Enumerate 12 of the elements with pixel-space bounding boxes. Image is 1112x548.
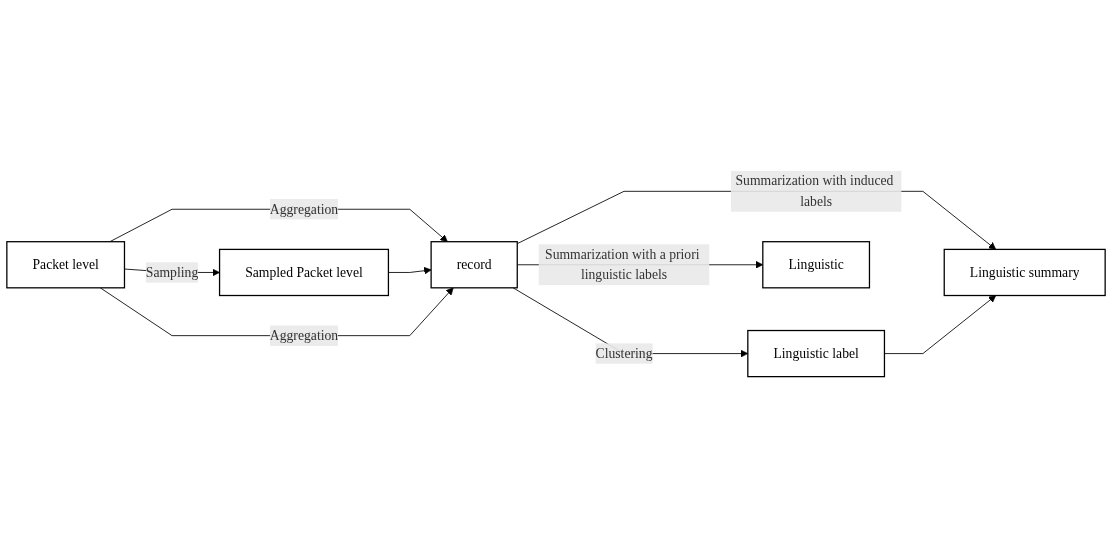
edge-label: Aggregation [269, 201, 339, 217]
node-box: Sampled Packet level [218, 249, 390, 297]
edge-label: Sampling [145, 265, 199, 280]
node-box: record [430, 241, 518, 289]
node-box: Linguistic summary [943, 249, 1106, 297]
edge-label: Aggregation [269, 328, 339, 343]
node-box: Packet level [6, 241, 126, 289]
edge-label: Clustering [595, 346, 653, 361]
node-box: Linguistic label [747, 330, 886, 378]
node-box: Linguistic [762, 241, 871, 289]
edge-label: Summarization with a priori linguistic labels [545, 247, 700, 283]
edge-label: Summarization with induced labels [735, 173, 894, 209]
